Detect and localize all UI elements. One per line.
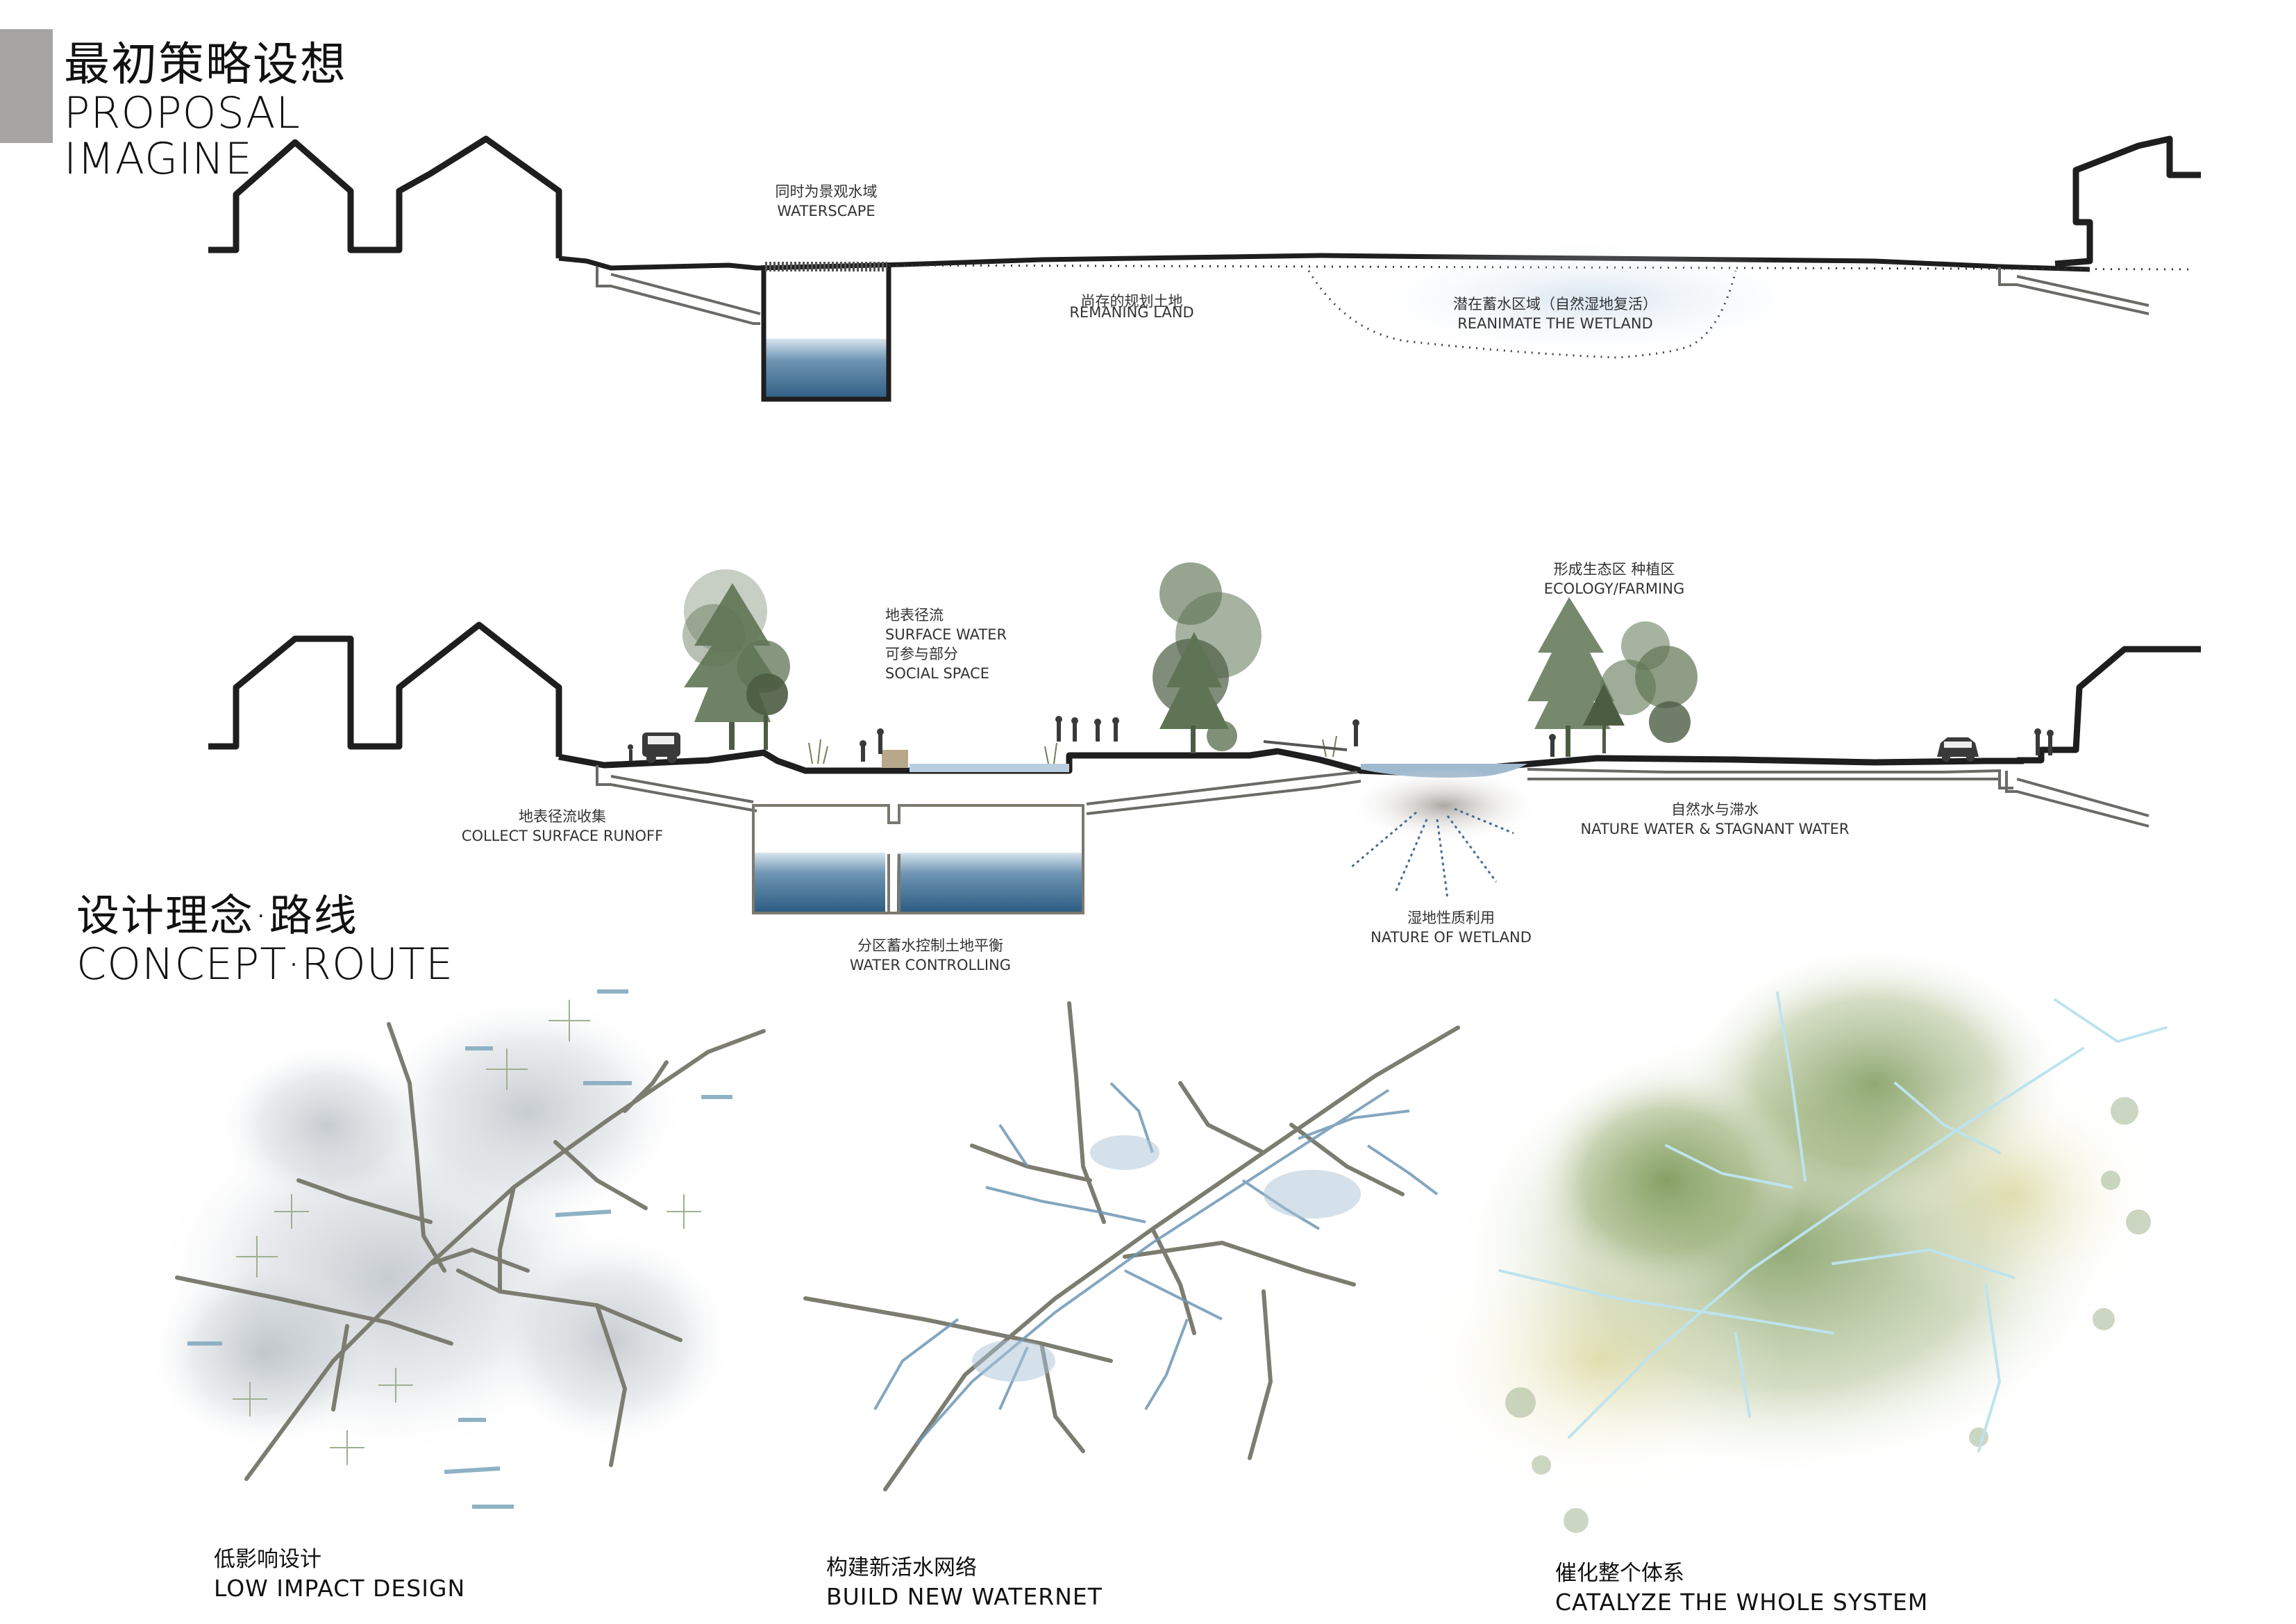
plaza-pool — [910, 764, 1069, 772]
label-social-en: SOCIAL SPACE — [885, 665, 990, 682]
pipe-1 — [596, 267, 760, 325]
houses-left-outline — [208, 135, 562, 258]
label-collect-cn: 地表径流收集 — [519, 808, 606, 825]
page-title-en-2: IMAGINE — [64, 133, 253, 184]
map-low-impact — [146, 989, 766, 1509]
tank-left-water — [753, 853, 885, 912]
map-waternet — [803, 1001, 1460, 1491]
wetland-soil — [1347, 767, 1541, 844]
map-catalyze — [1409, 944, 2168, 1533]
tree-cluster-right — [1527, 597, 1698, 757]
label-surface-en: SURFACE WATER — [885, 626, 1007, 643]
tanks-outline — [752, 804, 1084, 914]
car-right — [1937, 737, 1979, 762]
boardwalk — [1263, 740, 1348, 751]
label-remaining-cn: 尚存的规划土地 — [1080, 293, 1183, 310]
map2-caption-en: BUILD NEW WATERNET — [826, 1583, 1103, 1610]
label-control-en: WATER CONTROLLING — [849, 957, 1012, 973]
map2-caption-cn: 构建新活水网络 — [826, 1555, 977, 1580]
label-waterscape-en: WATERSCAPE — [777, 203, 875, 219]
map3-caption-en: CATALYZE THE WHOLE SYSTEM — [1555, 1589, 1929, 1616]
car-left — [642, 733, 680, 763]
map2-roads — [803, 1001, 1460, 1491]
wetland-mist — [1347, 236, 1833, 361]
label-collect-en: COLLECT SURFACE RUNOFF — [461, 828, 664, 844]
page-title-cn: 最初策略设想 — [64, 37, 347, 91]
label-wetland-en: REANIMATE THE WETLAND — [1457, 315, 1653, 332]
map1-caption-en: LOW IMPACT DESIGN — [214, 1575, 466, 1602]
infiltration-arrows — [1350, 807, 1514, 900]
reeds — [808, 735, 1337, 764]
section-2-concept — [208, 562, 2201, 914]
map3-caption-cn: 催化整个体系 — [1555, 1561, 1684, 1586]
map2-water-branches — [873, 1082, 1439, 1446]
house-right-outline — [2054, 135, 2201, 267]
ground-line-2 — [558, 748, 2024, 777]
concept-title-cn: 设计理念·路线 — [76, 890, 358, 941]
map3-waternet — [1498, 991, 2168, 1453]
map1-crosses — [233, 1000, 701, 1465]
label-surface-cn: 地表径流 — [885, 607, 944, 623]
houses-left-outline-2 — [208, 621, 562, 757]
map3-splatter — [1505, 1097, 2151, 1533]
label-wetland2-cn: 湿地性质利用 — [1407, 910, 1495, 926]
map1-roads — [175, 1022, 766, 1481]
label-waterscape-cn: 同时为景观水域 — [775, 183, 878, 200]
label-wetland-cn: 潜在蓄水区域（自然湿地复活） — [1453, 296, 1657, 312]
house-right-outline-2 — [2017, 646, 2201, 764]
label-social-cn: 可参与部分 — [885, 646, 958, 662]
section-1-proposal — [208, 135, 2201, 402]
label-control-cn: 分区蓄水控制土地平衡 — [857, 937, 1003, 954]
label-nature-en: NATURE WATER & STAGNANT WATER — [1580, 821, 1850, 837]
map1-dashes — [187, 989, 732, 1509]
map1-caption-cn: 低影响设计 — [214, 1547, 321, 1572]
reservoir-1-water — [764, 339, 887, 400]
reservoir-1-outline — [761, 265, 891, 402]
title-accent-bar — [0, 29, 53, 143]
label-ecology-cn: 形成生态区 种植区 — [1553, 561, 1675, 578]
label-wetland2-en: NATURE OF WETLAND — [1371, 929, 1532, 946]
page-title-en-1: PROPOSAL — [64, 87, 301, 138]
people-figures — [628, 716, 2054, 762]
tank-right-water — [897, 853, 1083, 912]
tree-cluster-left — [682, 569, 790, 750]
tree-cluster-middle — [1153, 562, 1262, 753]
label-ecology-en: ECOLOGY/FARMING — [1543, 580, 1685, 597]
label-nature-cn: 自然水与滞水 — [1671, 801, 1759, 818]
ground-line-1 — [558, 253, 2090, 272]
concept-title-en: CONCEPT·ROUTE — [76, 939, 454, 989]
pipe-2 — [596, 765, 757, 812]
label-remaining-en: REMANING LAND — [1069, 304, 1194, 321]
